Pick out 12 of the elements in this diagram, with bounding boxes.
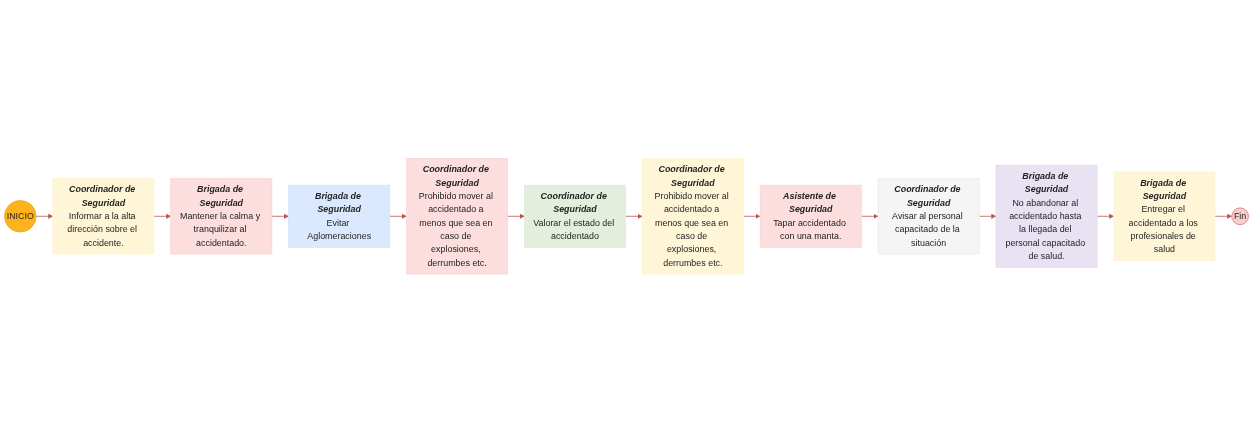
node-box: Coordinador de Seguridad Avisar al personal capacitado de la situación (877, 177, 980, 255)
node-box: Brigada de Seguridad Entregar el accidentado a los profesionales de salud (1113, 171, 1216, 261)
node-box: Brigada de Seguridad No abandonar al accidentado hasta la llegada del personal capacitado de salud. (995, 164, 1098, 268)
node-box: Brigada de Seguridad Mantener la calma y tranquilizar al accidentado. (170, 177, 273, 255)
node-box: Coordinador de Seguridad Informar a la alta dirección sobre el accidente. (52, 177, 155, 255)
node-box: Coordinador de Seguridad Valorar el estado del accidentado (524, 184, 626, 248)
node-box: Asistente de Seguridad Tapar accidentado con una manta. (759, 184, 862, 248)
node-circle: INICIO (4, 199, 37, 233)
node-box: Coordinador de Seguridad Prohibido mover al accidentado a menos que sea en caso de explosiones, derrumbes etc. (406, 157, 508, 275)
node-box: Brigada de Seguridad Evitar Aglomeraciones (288, 184, 391, 248)
node-box: Coordinador de Seguridad Prohibido mover al accidentado a menos que sea en caso de explosiones, derrumbes etc. (641, 157, 744, 275)
node-circle: Fin (1231, 207, 1249, 225)
